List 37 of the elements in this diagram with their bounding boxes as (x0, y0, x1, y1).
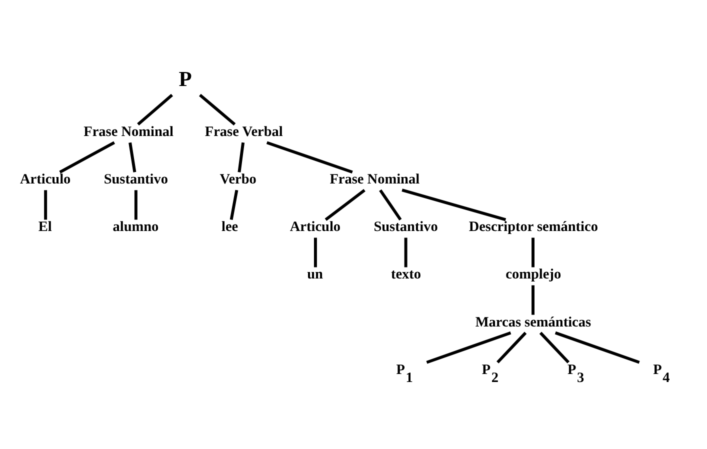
node-text: Marcas semánticas (475, 314, 592, 330)
connector (59, 141, 116, 174)
connector (554, 331, 640, 364)
connector (238, 142, 245, 172)
connector (128, 142, 136, 172)
connector (314, 238, 317, 268)
node-text: lee (222, 219, 238, 236)
connector (539, 332, 570, 364)
connector (199, 94, 236, 126)
connector (532, 285, 534, 315)
node-text: Articulo (290, 219, 341, 236)
connector (266, 141, 353, 174)
connector (402, 188, 506, 222)
node-text: Frase Nominal (84, 124, 174, 140)
connector (230, 190, 238, 220)
node-text: texto (390, 266, 422, 283)
connector (379, 189, 402, 221)
node-text: Articulo (20, 172, 71, 188)
connector (496, 332, 527, 364)
connector (137, 94, 174, 126)
node-text: un (307, 266, 323, 283)
connector (324, 188, 366, 221)
node-text: P (178, 66, 192, 91)
connector (426, 331, 512, 364)
node-text: Frase Nominal (330, 172, 420, 188)
node-text: Sustantivo (104, 172, 168, 188)
node-text: complejo (506, 266, 562, 283)
node-text: Verbo (220, 172, 256, 188)
node-text: Frase Verbal (204, 124, 283, 140)
connector (404, 238, 408, 268)
node-text: alumno (112, 219, 159, 236)
node-text: Descriptor semántico (468, 219, 598, 236)
node-text: Sustantivo (374, 219, 438, 236)
node-text: El (38, 219, 52, 236)
connector (44, 190, 48, 220)
connector (532, 238, 534, 268)
connector (134, 190, 138, 220)
